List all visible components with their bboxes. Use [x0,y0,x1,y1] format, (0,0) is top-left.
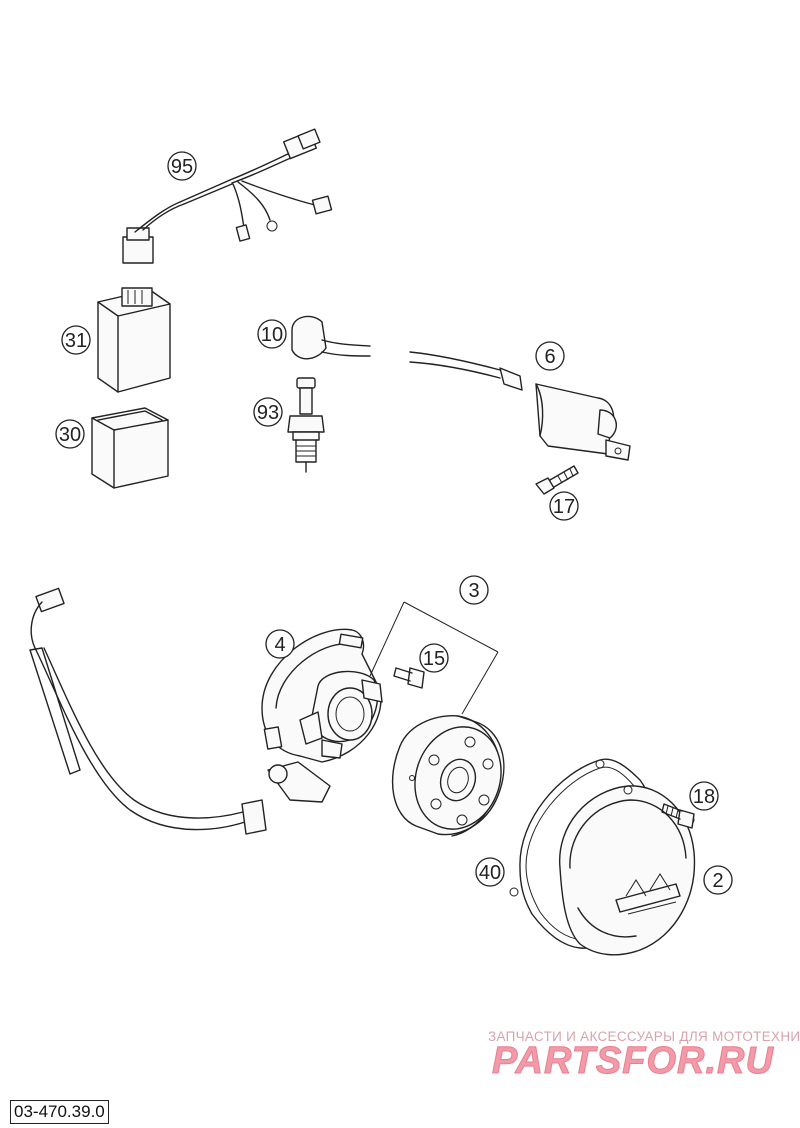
callout-4: 4 [265,629,295,659]
callout-31: 31 [61,325,91,355]
rotor-leader [369,601,499,715]
cdi-unit [97,287,171,393]
callout-15-label: 15 [423,648,445,670]
callout-4-label: 4 [274,634,285,656]
callout-30-label: 30 [59,424,81,446]
callout-95: 95 [167,151,197,181]
callout-18-label: 18 [693,786,715,808]
watermark-logo: PARTSFOR.RU [492,1040,774,1083]
callout-17-label: 17 [553,496,575,518]
callout-2-label: 2 [712,870,723,892]
callout-15: 15 [419,643,449,673]
callout-10: 10 [257,319,287,349]
callout-40-label: 40 [479,862,501,884]
cdi-holder [91,407,169,489]
drawing-number: 03-470.39.0 [10,1100,109,1124]
ignition-cover [559,785,696,956]
stator-bolt [393,667,425,689]
spark-plug-cap [291,315,501,379]
rotor [391,715,505,837]
spark-plug [287,377,325,473]
stator [261,628,383,803]
callout-31-label: 31 [65,330,87,352]
callout-18: 18 [689,781,719,811]
callout-2: 2 [703,865,733,895]
callout-95-label: 95 [171,156,193,178]
cover-bolt [661,803,695,829]
callout-30: 30 [55,419,85,449]
callout-6: 6 [535,341,565,371]
callout-40: 40 [475,857,505,887]
callout-3: 3 [459,575,489,605]
callout-6-label: 6 [544,346,555,368]
callout-93: 93 [253,397,283,427]
coil-bolt [535,465,579,495]
wiring-harness [122,128,333,264]
callout-93-label: 93 [257,402,279,424]
watermark-caption: ЗАПЧАСТИ И АКСЕССУАРЫ ДЛЯ МОТОТЕХНИКИ [488,1029,800,1044]
ignition-coil [499,367,631,461]
stator-cable [29,587,267,835]
callout-3-label: 3 [468,580,479,602]
callout-17: 17 [549,491,579,521]
callout-10-label: 10 [261,324,283,346]
